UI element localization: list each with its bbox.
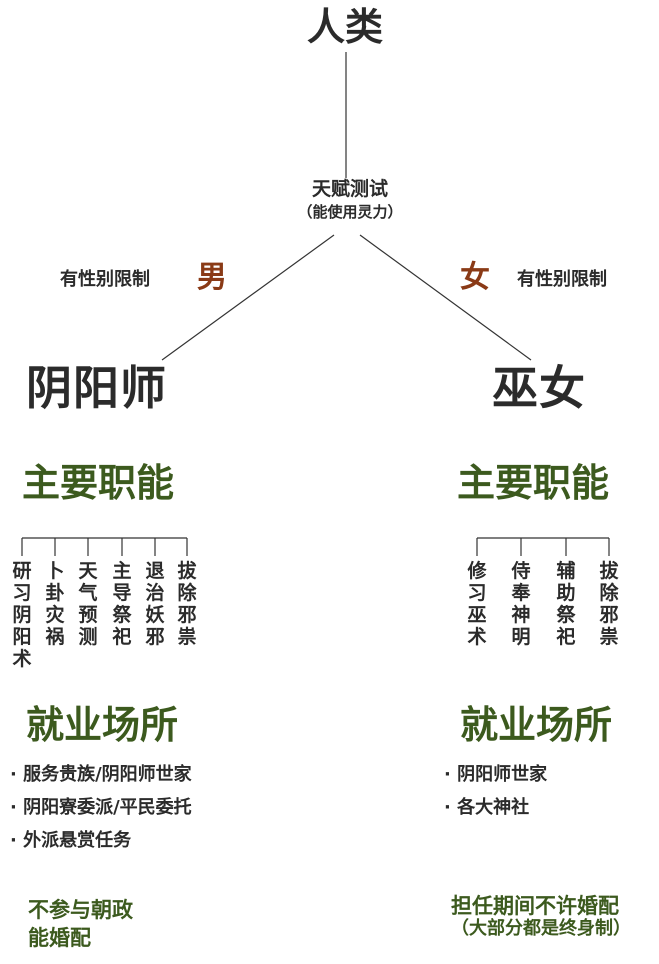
male-role-title: 阴阳师 <box>26 361 167 415</box>
male-duty-item: 研习阴阳术 <box>12 560 32 670</box>
female-duty-item: 侍奉神明 <box>511 560 531 648</box>
female-note-line2: （大部分都是终身制） <box>451 918 631 939</box>
female-duties-bracket <box>476 537 610 556</box>
male-workplace-heading: 就业场所 <box>26 703 179 747</box>
male-duty-item: 卜卦灾祸 <box>45 560 65 648</box>
talent-test-note: （能使用灵力） <box>297 203 403 221</box>
female-workplace-item: · 阴阳师世家 <box>444 764 548 785</box>
male-duties-bracket <box>21 537 188 556</box>
male-duties-heading: 主要职能 <box>22 461 175 505</box>
talent-test-label: 天赋测试 <box>311 178 388 200</box>
female-workplace-heading: 就业场所 <box>460 703 613 747</box>
male-workplace-item: · 服务贵族/阴阳师世家 <box>10 764 192 785</box>
male-duty-item: 天气预测 <box>78 560 98 648</box>
male-duty-item: 退治妖邪 <box>145 560 165 648</box>
female-role-title: 巫女 <box>492 361 586 415</box>
female-duty-item: 拔除邪祟 <box>599 560 619 648</box>
female-gender-restriction: 有性别限制 <box>517 269 607 290</box>
female-workplace-item: · 各大神社 <box>444 797 530 818</box>
male-duty-item: 主导祭祀 <box>112 560 132 648</box>
male-workplace-item: · 外派悬赏任务 <box>10 830 132 851</box>
male-gender-label: 男 <box>197 260 227 295</box>
root-node-title: 人类 <box>306 5 383 49</box>
female-note-line1: 担任期间不许婚配 <box>451 894 619 918</box>
female-duty-item: 辅助祭祀 <box>556 560 576 648</box>
male-workplace-item: · 阴阳寮委派/平民委托 <box>10 797 192 818</box>
test-to-male-line <box>161 234 335 361</box>
female-duties-heading: 主要职能 <box>457 461 610 505</box>
male-duty-item: 拔除邪祟 <box>177 560 197 648</box>
female-duty-item: 修习巫术 <box>467 560 487 648</box>
male-note-line2: 能婚配 <box>28 926 91 950</box>
male-gender-restriction: 有性别限制 <box>60 269 150 290</box>
male-note-line1: 不参与朝政 <box>28 898 133 922</box>
female-gender-label: 女 <box>460 260 490 295</box>
test-to-female-line <box>359 234 532 361</box>
